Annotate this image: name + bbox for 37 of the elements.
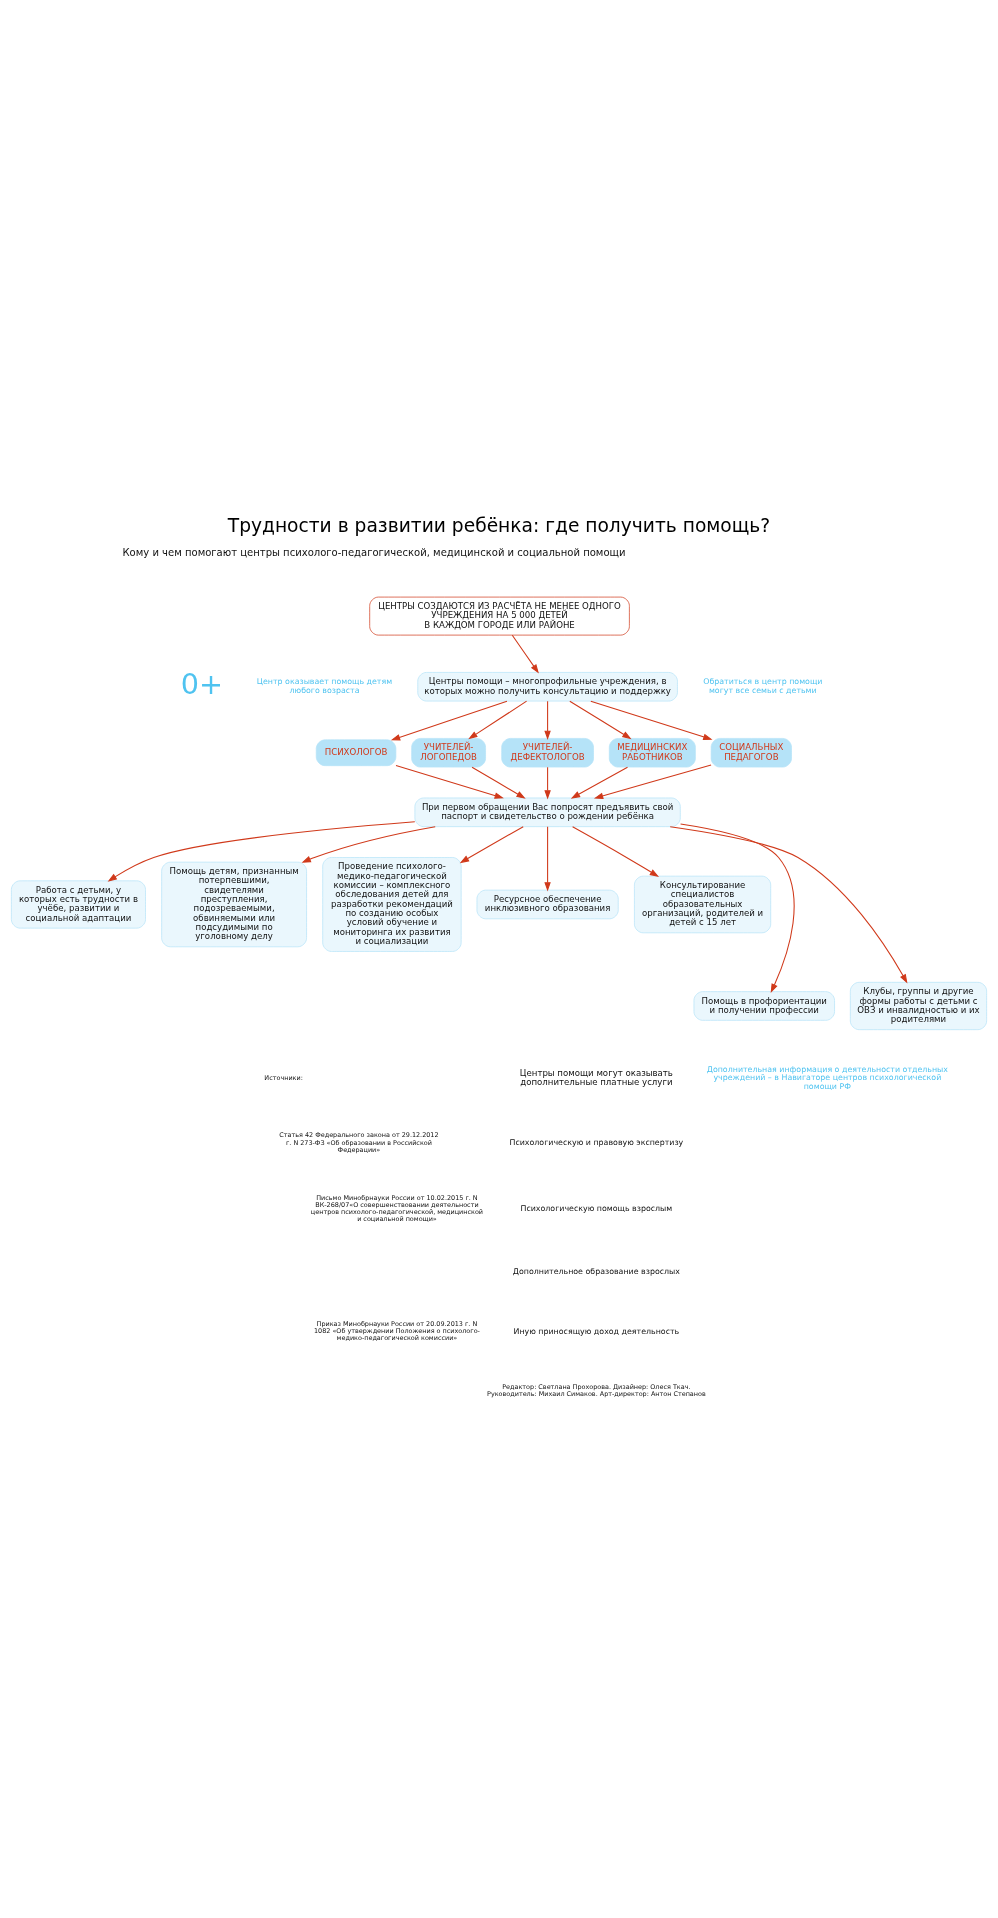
arrow bbox=[544, 826, 551, 892]
arrow bbox=[301, 826, 436, 863]
arrow bbox=[590, 700, 713, 741]
arrow bbox=[107, 821, 416, 882]
arrow bbox=[544, 766, 551, 800]
label: Кому и чем помогают центры психолого-педагогической, медицинской и социальной помощи bbox=[122, 546, 626, 558]
arrow bbox=[511, 634, 539, 674]
node-box: Консультирование специалистов образовательных организаций, родителей и детей с 15 лет bbox=[634, 875, 772, 934]
arrow bbox=[468, 700, 528, 740]
arrow bbox=[593, 764, 712, 799]
node-box: Помощь детям, признанным потерпевшими, свидетелями преступления, подозреваемыми, обвиняемыми или подсудимыми по уголовному делу bbox=[161, 861, 307, 948]
arrow bbox=[390, 700, 508, 741]
arrow bbox=[680, 823, 795, 994]
node-box: Проведение психолого-медико-педагогической комиссии – комплексного обследования детей для разработки рекомендаций по созданию особых условий обучение и мониторинга их развития и социализации bbox=[322, 857, 462, 952]
node-box: УЧИТЕЛЕЙ-ЛОГОПЕДОВ bbox=[411, 738, 486, 768]
diagram-title: Трудности в развитии ребёнка: где получить помощь? bbox=[227, 514, 771, 536]
arrow bbox=[459, 826, 524, 864]
arrow bbox=[569, 700, 632, 740]
node-box: Работа с детьми, у которых есть трудности в учёбе, развитии и социальной адаптации bbox=[11, 880, 146, 929]
arrow bbox=[471, 766, 526, 799]
label: Центры помощи могут оказывать дополнительные платные услуги bbox=[519, 1068, 673, 1088]
node-box: Ресурсное обеспечение инклюзивного образования bbox=[476, 889, 619, 920]
arrow bbox=[544, 700, 551, 740]
arrow bbox=[669, 826, 908, 984]
node-box: СОЦИАЛЬНЫХ ПЕДАГОГОВ bbox=[710, 738, 792, 768]
node-box: ПСИХОЛОГОВ bbox=[315, 739, 397, 767]
node-box: При первом обращении Вас попросят предъявить свой паспорт и свидетельство о рождении ребёнка bbox=[414, 797, 681, 827]
node-box: Помощь в профориентации и получении профессии bbox=[693, 991, 835, 1021]
arrow bbox=[395, 765, 504, 799]
node-box: Клубы, группы и другие формы работы с детьми с ОВЗ и инвалидностью и их родителями bbox=[849, 981, 987, 1030]
node-box: МЕДИЦИНСКИХ РАБОТНИКОВ bbox=[608, 738, 696, 768]
arrow bbox=[572, 826, 660, 877]
node-box: ЦЕНТРЫ СОЗДАЮТСЯ ИЗ РАСЧЁТА НЕ МЕНЕЕ ОДНОГО УЧРЕЖДЕНИЯ НА 5 000 ДЕТЕЙ В КАЖДОМ ГОРОДЕ ИЛИ РАЙОНЕ bbox=[369, 596, 630, 636]
label: 0+ bbox=[180, 666, 223, 701]
arrow bbox=[570, 766, 629, 799]
node-box: УЧИТЕЛЕЙ-ДЕФЕКТОЛОГОВ bbox=[501, 738, 594, 768]
node-box: Центры помощи – многопрофильные учреждения, в которых можно получить консультацию и поддержку bbox=[417, 672, 678, 702]
